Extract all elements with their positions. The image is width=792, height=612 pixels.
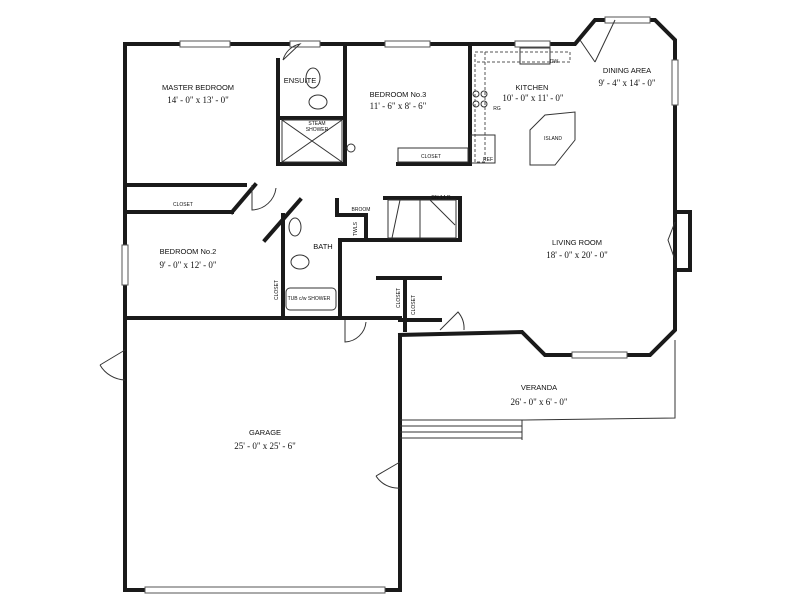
towels-label: TWLS — [353, 221, 359, 236]
dining-dims: 9' - 4" x 14' - 0" — [598, 78, 655, 88]
bedroom2-dims: 9' - 0" x 12' - 0" — [159, 260, 216, 270]
kitchen-dims: 10' - 0" x 11' - 0" — [502, 93, 564, 103]
range-label: RG — [493, 106, 501, 112]
doors — [99, 19, 616, 489]
veranda-label: VERANDA — [521, 383, 557, 392]
living-room-dims: 18' - 0" x 20' - 0" — [546, 250, 608, 260]
interior-walls — [123, 42, 472, 332]
dishwasher-label: DW — [550, 59, 559, 65]
tub-label: TUB c/w SHOWER — [288, 296, 331, 302]
garage-label: GARAGE — [249, 428, 281, 437]
bedroom3-dims: 11' - 6" x 8' - 6" — [370, 101, 427, 111]
master-bedroom-dims: 14' - 0" x 13' - 0" — [167, 95, 229, 105]
broom-closet-label: BROOM — [352, 207, 371, 213]
stairs-label: DN 14 R — [431, 195, 451, 201]
living-room-label: LIVING ROOM — [552, 238, 602, 247]
ensuite-label: ENSUITE — [284, 76, 317, 85]
closet-label-master: CLOSET — [173, 202, 193, 208]
closet-label-hall-1: CLOSET — [396, 288, 402, 308]
steam-shower-label-1: STEAM — [308, 121, 325, 127]
garage-dims: 25' - 0" x 25' - 6" — [234, 441, 296, 451]
closet-label-hall-2: CLOSET — [411, 295, 417, 315]
steam-shower-label-2: SHOWER — [306, 127, 329, 133]
dining-label: DINING AREA — [603, 66, 651, 75]
master-bedroom-label: MASTER BEDROOM — [162, 83, 234, 92]
windows — [121, 16, 679, 594]
bath-label: BATH — [313, 242, 332, 251]
closet-label-bedroom3: CLOSET — [421, 154, 441, 160]
bedroom2-label: BEDROOM No.2 — [160, 247, 217, 256]
veranda-outline — [400, 340, 676, 440]
island-label: ISLAND — [544, 136, 562, 142]
closet-label-bedroom2: CLOSET — [274, 280, 280, 300]
kitchen-label: KITCHEN — [516, 83, 549, 92]
veranda-dims: 26' - 0" x 6' - 0" — [510, 397, 567, 407]
bedroom3-label: BEDROOM No.3 — [370, 90, 427, 99]
fridge-label: REF — [483, 157, 493, 163]
fixtures — [281, 47, 576, 311]
